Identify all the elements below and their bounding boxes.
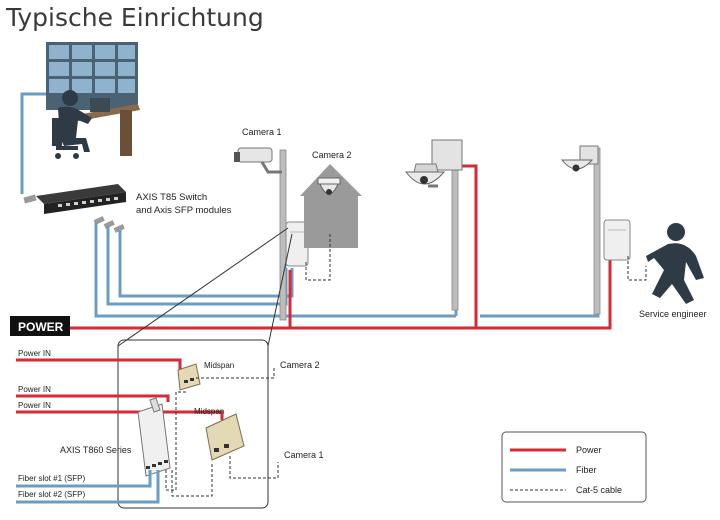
fiber-slot-2-line	[16, 470, 160, 504]
detail-camera2-label: Camera 2	[280, 360, 320, 370]
midspan-2-label: Midspan	[194, 407, 224, 416]
svg-text:POWER: POWER	[18, 320, 64, 334]
monitor-wall-icon	[46, 42, 138, 110]
fiber-slot-1-line	[16, 470, 152, 488]
detail-power-in-3: Power IN	[18, 401, 51, 410]
detail-power-in-1: Power IN	[18, 349, 51, 358]
switch-label-line2: and Axis SFP modules	[136, 205, 232, 216]
cat5-line-camera2	[305, 232, 331, 281]
callout-line-left	[117, 227, 289, 347]
axis-t860-icon	[137, 397, 171, 477]
network-switch-icon	[36, 184, 126, 214]
detail-power-line-1	[16, 358, 182, 370]
midspan-1-label: Midspan	[204, 361, 234, 370]
camera2-label: Camera 2	[312, 150, 352, 160]
fiber-line-monitor	[20, 92, 46, 194]
detail-power-in-2: Power IN	[18, 385, 51, 394]
detail-cat5-lines	[165, 368, 279, 497]
dome-camera-pole-icon	[404, 139, 463, 311]
dome-camera-right-pole-icon	[560, 145, 601, 315]
page-title: Typische Einrichtung	[5, 3, 264, 32]
axis-t860-label: AXIS T860 Series	[60, 445, 132, 455]
midspan-1-icon	[177, 363, 201, 391]
fiber-slot-1-label: Fiber slot #1 (SFP)	[18, 474, 85, 483]
camera1-bullet-icon	[234, 147, 282, 174]
legend-power: Power	[576, 445, 602, 455]
service-engineer-label: Service engineer	[639, 309, 707, 319]
detail-power-line-3	[16, 410, 224, 420]
midspan-2-icon	[205, 413, 245, 461]
camera1-pole-icon	[234, 147, 287, 321]
camera2-house-icon	[300, 164, 362, 248]
fiber-slot-2-label: Fiber slot #2 (SFP)	[18, 490, 85, 499]
camera1-label: Camera 1	[242, 127, 282, 137]
power-tag: POWER	[10, 316, 70, 336]
legend-fiber: Fiber	[576, 465, 597, 475]
detail-camera1-label: Camera 1	[284, 450, 324, 460]
operator-silhouette-icon	[52, 90, 92, 159]
switch-label-line1: AXIS T85 Switch	[136, 192, 207, 203]
media-converter-right-icon	[603, 219, 631, 261]
camera2-dome-icon	[317, 177, 341, 195]
service-engineer-icon	[646, 223, 704, 304]
legend-cat5: Cat-5 cable	[576, 485, 622, 495]
detail-power-line-2	[16, 394, 170, 402]
callout-line-right	[267, 233, 293, 347]
cat5-line-engineer	[627, 256, 647, 281]
legend: Power Fiber Cat-5 cable	[501, 431, 647, 503]
